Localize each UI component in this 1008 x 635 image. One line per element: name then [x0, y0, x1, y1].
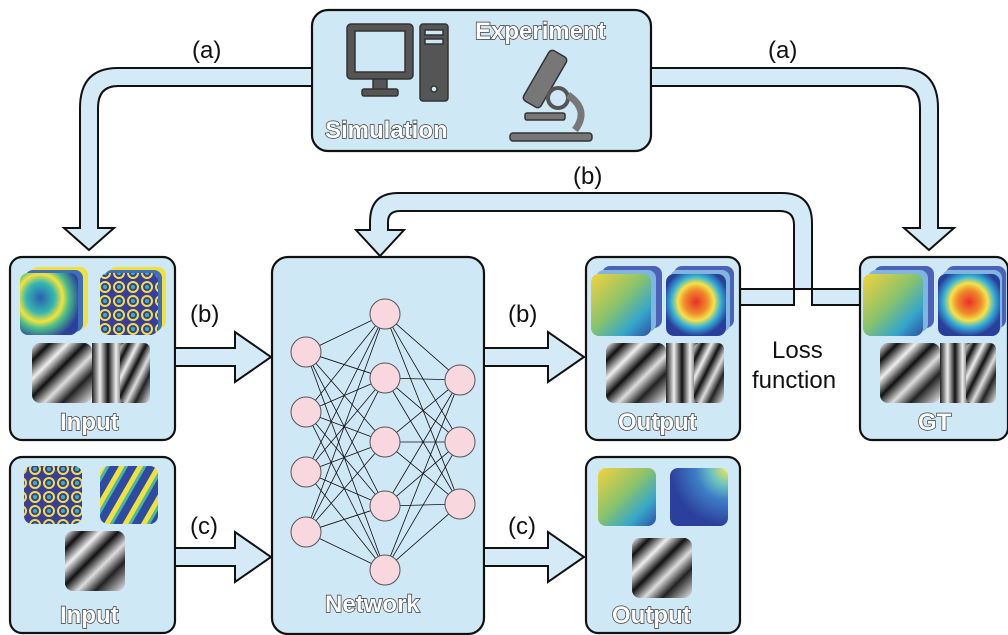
network-connection [312, 327, 379, 459]
arrow-a-to-gt [650, 67, 957, 252]
network-node [444, 426, 476, 458]
network-connection [319, 320, 372, 346]
input-train-fringe-images [32, 343, 150, 403]
arrow-b-feedback [353, 192, 863, 306]
input-test-phase-images [24, 466, 158, 524]
network-connection [399, 504, 446, 506]
arrow-label-c-out: (c) [508, 513, 536, 540]
network-connection [315, 389, 376, 461]
arrow-label-a-left: (a) [192, 37, 221, 64]
output-train-label: Output [618, 409, 697, 436]
arrow-label-b-feedback: (b) [573, 163, 602, 190]
network-connection [399, 378, 446, 380]
network-connection [315, 423, 376, 495]
network-connection [392, 392, 453, 494]
arrow-b-network-to-output [483, 330, 586, 384]
network-connection [315, 483, 376, 559]
arrow-a-to-input [61, 67, 313, 252]
network-node [369, 362, 401, 394]
network-connection [392, 326, 453, 430]
experiment-label: Experiment [475, 18, 606, 45]
output-test-label: Output [612, 602, 691, 629]
network-node [444, 488, 476, 520]
microscope-icon [509, 49, 593, 142]
arrow-c-network-to-output [483, 530, 586, 584]
loss-label-line1: Loss [772, 337, 823, 364]
network-node [290, 396, 322, 428]
network-connection [395, 323, 450, 371]
loss-label-line2: function [752, 367, 836, 394]
input-test-label: Input [60, 602, 119, 629]
network-node [444, 364, 476, 396]
input-train-label: Input [60, 409, 119, 436]
network-node [290, 516, 322, 548]
simulation-label: Simulation [325, 117, 448, 144]
network-connection [390, 327, 455, 491]
arrow-label-a-right: (a) [768, 37, 797, 64]
network-connection [310, 327, 381, 519]
network-connection [396, 389, 449, 433]
arrow-label-b-out: (b) [508, 301, 537, 328]
output-test-phase-images [598, 468, 728, 526]
network-connection [396, 387, 449, 433]
neural-network [290, 298, 476, 586]
network-connection [395, 513, 450, 561]
network-connection [392, 390, 453, 492]
network-node [290, 336, 322, 368]
network-connection [312, 391, 379, 519]
computer-icon [346, 23, 449, 102]
arrow-c-input-to-network [174, 530, 273, 584]
output-train-fringe-images [606, 343, 724, 403]
network-connection [392, 454, 453, 558]
network-node [369, 554, 401, 586]
network-connection [310, 365, 381, 557]
network-connection [319, 416, 372, 438]
arrow-label-c-in: (c) [190, 513, 218, 540]
network-connection [315, 363, 376, 431]
ground-truth-label: GT [918, 409, 952, 436]
output-test-fringe-image [632, 538, 692, 598]
ground-truth-fringe-images [880, 343, 996, 403]
network-connection [312, 365, 379, 493]
network-connection [319, 446, 372, 468]
output-train-phase-images [591, 266, 734, 336]
network-connection [315, 325, 376, 401]
network-connection [396, 451, 449, 495]
network-connection [390, 393, 455, 557]
network-label: Network [325, 591, 420, 618]
ground-truth-phase-images [863, 266, 1006, 336]
input-train-phase-images [20, 267, 166, 335]
network-connection [319, 477, 372, 501]
network-node [369, 298, 401, 330]
network-connection [319, 383, 372, 407]
network-connection [319, 538, 372, 564]
network-connection [320, 356, 371, 374]
network-connection [312, 425, 379, 557]
arrow-b-input-to-network [174, 330, 273, 384]
input-test-fringe-image [65, 531, 125, 591]
network-connection [320, 510, 371, 528]
network-node [369, 490, 401, 522]
network-node [290, 456, 322, 488]
network-node [369, 426, 401, 458]
arrow-label-b-in: (b) [190, 301, 219, 328]
network-connection [315, 453, 376, 521]
